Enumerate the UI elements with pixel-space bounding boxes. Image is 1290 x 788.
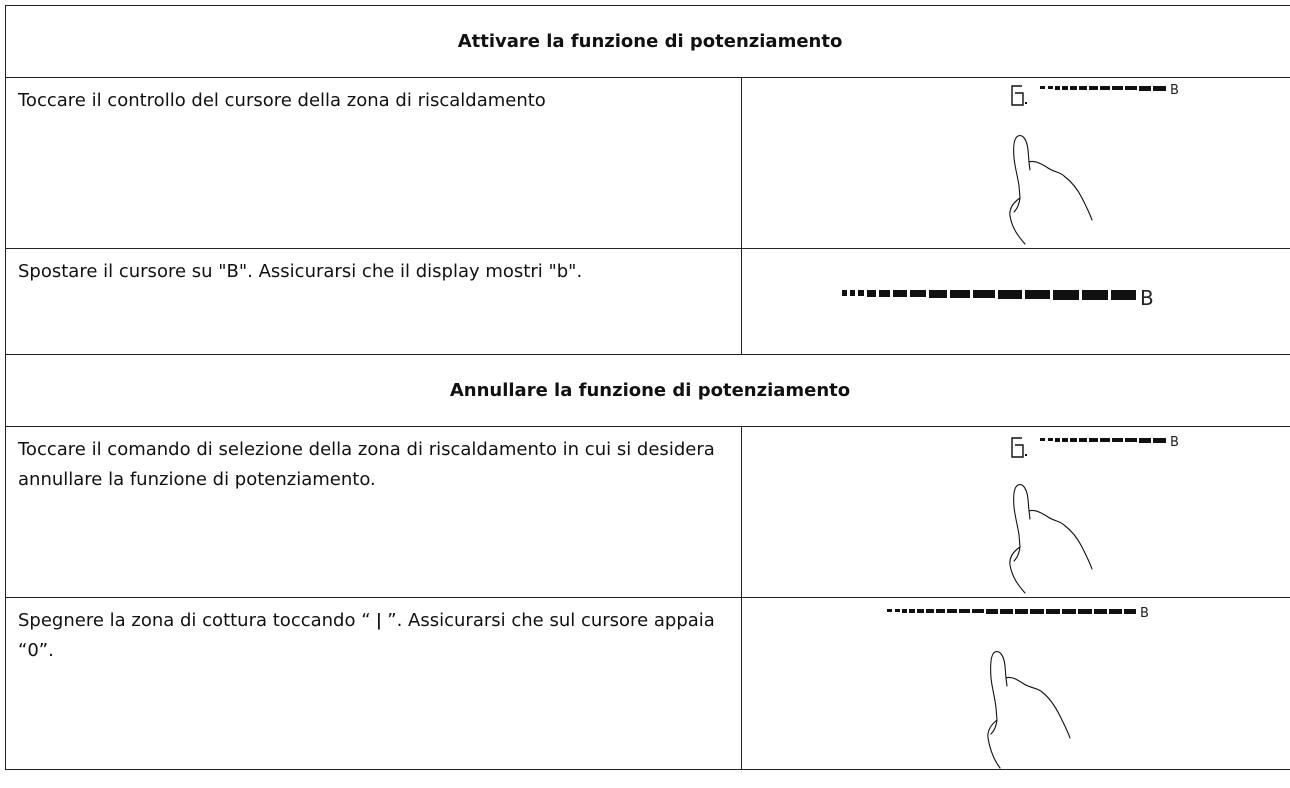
step-row: Spostare il cursore su "B". Assicurarsi … [5,248,1290,355]
section-header-row: Annullare la funzione di potenziamento [4,354,1290,427]
slider-end-label: B [1140,606,1149,621]
step-illustration: B [740,426,1290,598]
step-instruction: Spostare il cursore su "B". Assicurarsi … [5,248,742,355]
power-level-slider-icon: B [887,606,1149,621]
display-slider-illustration: B [1009,83,1179,245]
boost-function-table: Attivare la funzione di potenziamento To… [4,5,1290,770]
step-instruction: Toccare il controllo del cursore della z… [5,77,742,249]
power-level-slider-icon: B [1040,83,1179,98]
section-title: Attivare la funzione di potenziamento [4,5,1290,78]
slider-end-label: B [1140,286,1154,310]
slider-end-label: B [1170,435,1179,450]
step-illustration: B [740,597,1290,770]
step-row: Toccare il controllo del cursore della z… [5,77,1290,249]
section-header-row: Attivare la funzione di potenziamento [4,5,1290,78]
pointing-hand-icon [1009,484,1093,594]
step-illustration: B [740,77,1290,249]
step-instruction: Toccare il comando di selezione della zo… [5,426,742,598]
step-row: Spegnere la zona di cottura toccando “ ǀ… [5,597,1290,770]
display-digit-icon [1011,437,1027,458]
step-row: Toccare il comando di selezione della zo… [5,426,1290,598]
display-digit-icon [1011,85,1027,106]
display-slider-illustration: B [1009,435,1179,594]
slider-end-label: B [1170,83,1179,98]
pointing-hand-icon [1009,135,1093,245]
step-illustration: B [740,248,1290,355]
slider-illustration: B [842,286,1154,310]
section-title: Annullare la funzione di potenziamento [4,354,1290,427]
power-level-slider-icon: B [1040,435,1179,450]
pointing-hand-icon [987,651,1071,769]
power-level-slider-icon: B [842,286,1154,310]
step-instruction: Spegnere la zona di cottura toccando “ ǀ… [5,597,742,770]
slider-hand-illustration: B [887,606,1149,769]
